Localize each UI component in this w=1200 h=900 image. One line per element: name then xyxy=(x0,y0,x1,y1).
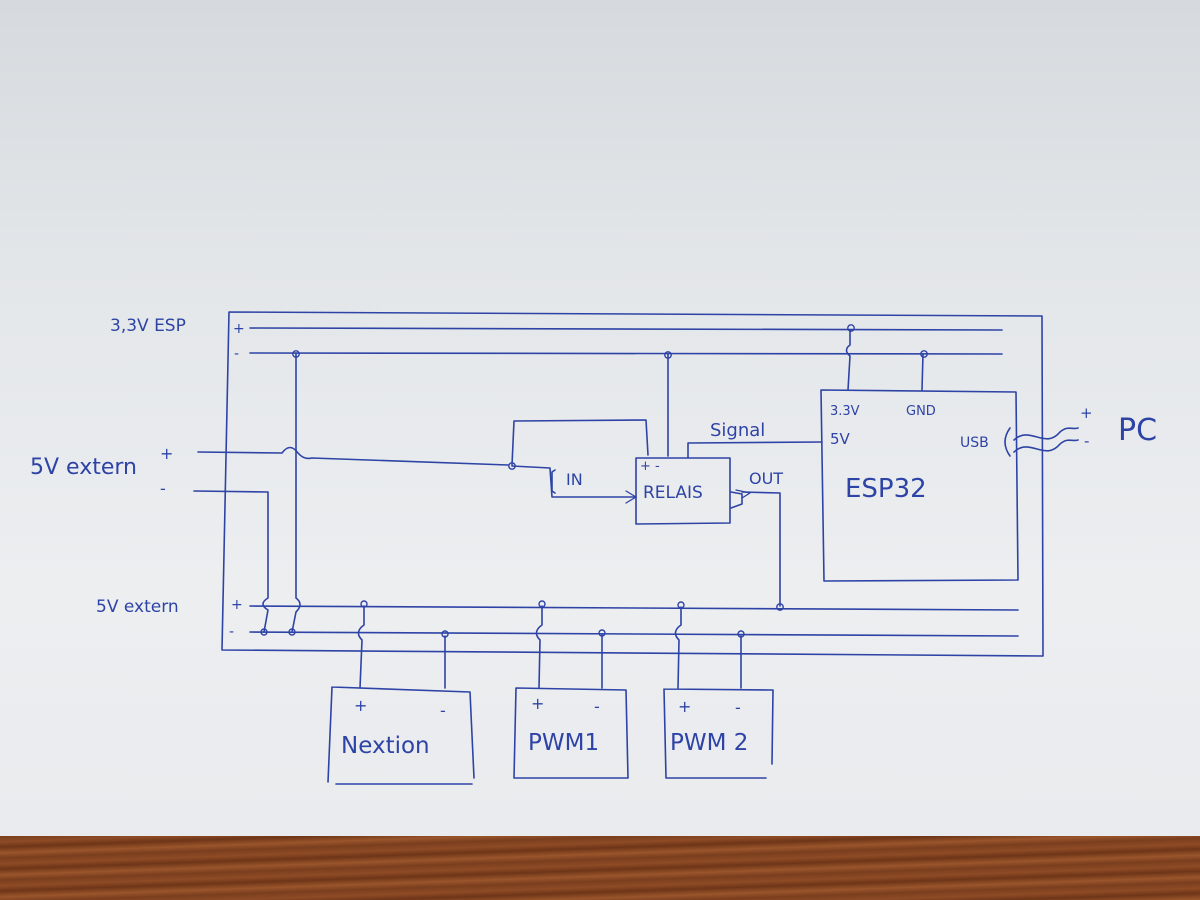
nextion-box xyxy=(327,686,475,785)
wire-relay-in xyxy=(511,465,637,498)
rail-5v-plus xyxy=(249,605,1019,611)
rail-33v-minus-label: - xyxy=(234,346,239,362)
wire-esp32-33v xyxy=(845,329,851,391)
rail-5v-label: 5V extern xyxy=(96,597,179,617)
relay-pins-label: + - xyxy=(640,459,660,474)
junction-dot xyxy=(664,351,672,359)
usb-bracket xyxy=(1004,427,1011,457)
pc-minus-label: - xyxy=(1084,432,1089,450)
wire-pwm1-plus xyxy=(535,605,543,689)
nextion-plus-label: + xyxy=(354,696,367,715)
wire-nextion-plus xyxy=(357,605,365,689)
wire-relay-loop xyxy=(511,419,649,466)
wire-vertical-link xyxy=(291,352,301,633)
relay-out-label: OUT xyxy=(749,469,783,488)
pc-label: PC xyxy=(1118,413,1157,448)
relay-box xyxy=(635,457,731,525)
junction-dot xyxy=(920,350,928,358)
signal-label: Signal xyxy=(710,420,765,441)
pc-plus-label: + xyxy=(1080,404,1093,422)
wooden-desk xyxy=(0,836,1200,900)
wire-esp32-gnd xyxy=(921,353,924,391)
rail-33v-minus xyxy=(249,352,1003,355)
usb-cable-wave xyxy=(1013,427,1079,441)
junction-dot xyxy=(776,603,784,611)
pwm1-plus-label: + xyxy=(531,694,544,713)
rail-33v-plus xyxy=(249,327,1003,331)
pwm1-box xyxy=(513,687,629,779)
input-minus-label: - xyxy=(160,479,166,498)
rail-33v-plus-label: + xyxy=(233,321,245,337)
rail-5v-minus-label: - xyxy=(229,624,234,640)
pwm1-minus-label: - xyxy=(594,697,600,716)
nextion-label: Nextion xyxy=(341,733,430,759)
relay-in-label: IN xyxy=(566,470,583,489)
input-plus-label: + xyxy=(160,444,173,463)
in-bracket xyxy=(551,469,556,494)
rail-5v-plus-label: + xyxy=(231,597,243,613)
pwm1-label: PWM1 xyxy=(528,730,599,756)
wire-signal xyxy=(687,441,823,459)
junction-dot xyxy=(260,628,268,636)
esp32-pin-33v: 3.3V xyxy=(830,404,860,419)
wire-input-plus xyxy=(197,446,509,466)
pwm2-box xyxy=(663,688,774,779)
wire-relay-out xyxy=(741,491,781,607)
pwm2-label: PWM 2 xyxy=(670,730,748,756)
usb-cable-wave xyxy=(1013,439,1079,453)
rail-5v-minus xyxy=(249,631,1019,637)
junction-dot xyxy=(847,324,855,332)
pwm2-plus-label: + xyxy=(678,697,691,716)
junction-dot xyxy=(292,350,300,358)
outer-frame xyxy=(221,311,1044,657)
esp32-usb-label: USB xyxy=(960,435,989,451)
wire-pwm2-plus xyxy=(674,606,682,689)
wire-input-minus xyxy=(193,490,269,633)
esp32-box xyxy=(820,389,1019,582)
nextion-minus-label: - xyxy=(440,701,446,720)
relay-label: RELAIS xyxy=(643,483,703,503)
esp32-pin-5v: 5V xyxy=(830,430,851,448)
esp32-label: ESP32 xyxy=(845,474,927,504)
pwm2-minus-label: - xyxy=(735,698,741,717)
input-5v-label: 5V extern xyxy=(30,455,137,480)
junction-dot xyxy=(288,628,296,636)
paper-background xyxy=(0,0,1200,836)
esp32-pin-gnd: GND xyxy=(906,404,936,419)
out-bracket xyxy=(730,491,743,509)
rail-33v-label: 3,3V ESP xyxy=(110,316,186,336)
